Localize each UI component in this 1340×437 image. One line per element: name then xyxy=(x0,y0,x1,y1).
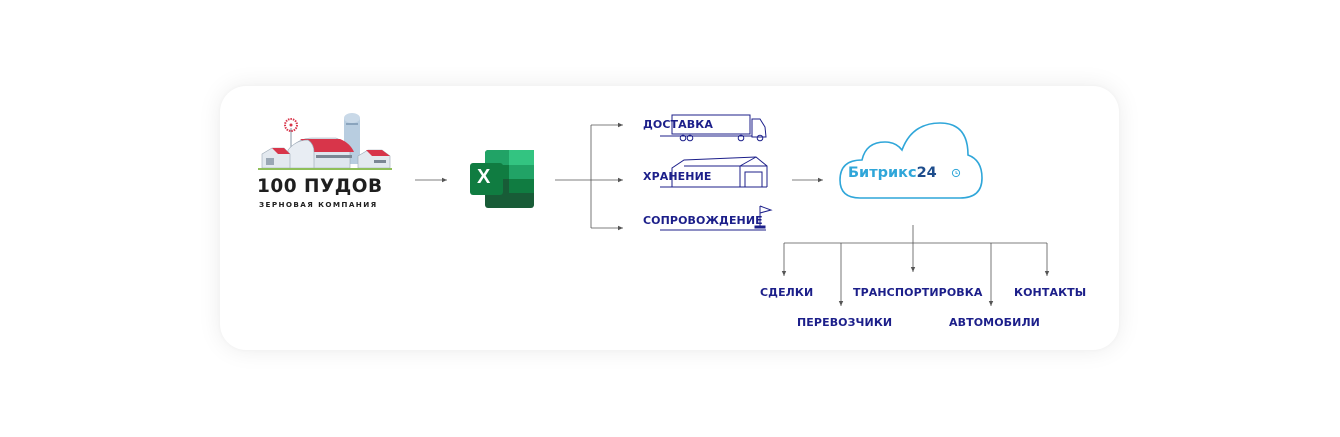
diagram-card xyxy=(220,86,1119,350)
cloud-icon xyxy=(839,122,983,199)
flag-icon xyxy=(660,205,773,231)
connector-excel-services xyxy=(555,122,623,231)
crm-logo-name: Битрикс xyxy=(848,165,917,181)
warehouse-icon xyxy=(660,156,768,188)
service-label-escort: СОПРОВОЖДЕНИЕ xyxy=(643,214,763,227)
connector-crm-entities xyxy=(781,225,1050,306)
clock-icon xyxy=(951,168,961,178)
service-label-storage: ХРАНЕНИЕ xyxy=(643,170,712,183)
company-logo-title: 100 ПУДОВ xyxy=(257,176,383,197)
crm-logo-number: 24 xyxy=(916,165,937,181)
service-label-delivery: ДОСТАВКА xyxy=(643,118,713,131)
crm-logo: Битрикс24 xyxy=(848,165,937,181)
excel-letter: X xyxy=(477,166,491,188)
entity-label-transportation: ТРАНСПОРТИРОВКА xyxy=(853,286,983,299)
entity-label-vehicles: АВТОМОБИЛИ xyxy=(949,316,1040,329)
company-logo-subtitle: ЗЕРНОВАЯ КОМПАНИЯ xyxy=(259,200,378,209)
excel-icon xyxy=(470,150,534,208)
entity-label-contacts: КОНТАКТЫ xyxy=(1014,286,1087,299)
farm-illustration-icon xyxy=(258,113,392,170)
truck-icon xyxy=(660,114,767,142)
entity-label-deals: СДЕЛКИ xyxy=(760,286,814,299)
entity-label-carriers: ПЕРЕВОЗЧИКИ xyxy=(797,316,893,329)
